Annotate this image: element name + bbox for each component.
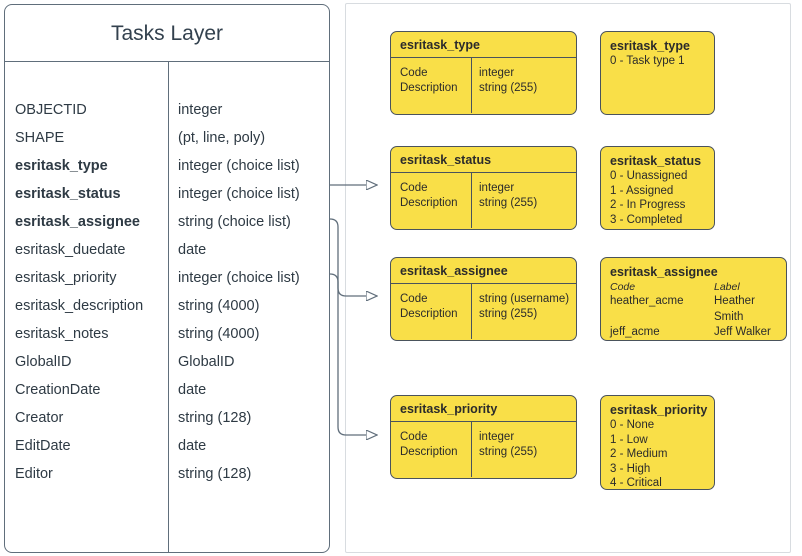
value-list-item: 2 - Medium bbox=[610, 448, 668, 460]
field-type: date bbox=[178, 438, 207, 454]
value-list-item: 2 - In Progress bbox=[610, 199, 686, 211]
value-list-label: Jeff Walker bbox=[714, 326, 771, 338]
field-row: esritask_notes string (4000) bbox=[5, 320, 329, 348]
field-type: string (4000) bbox=[178, 326, 260, 342]
field-type: (pt, line, poly) bbox=[178, 130, 266, 146]
domain-box-body: Code Description integer string (255) bbox=[391, 58, 576, 113]
domain-box-esritask-priority: esritask_priority Code Description integ… bbox=[390, 395, 577, 479]
value-list-item: 0 - Unassigned bbox=[610, 170, 688, 182]
domain-box-esritask-status: esritask_status Code Description integer… bbox=[390, 146, 577, 230]
domain-box-esritask-assignee: esritask_assignee Code Description strin… bbox=[390, 257, 577, 341]
domain-box-field-names: Code Description bbox=[400, 293, 458, 320]
field-row: EditDate date bbox=[5, 432, 329, 460]
value-list-label: Heather Smith bbox=[714, 295, 755, 323]
domain-box-field-names: Code Description bbox=[400, 431, 458, 458]
field-row: esritask_description string (4000) bbox=[5, 292, 329, 320]
value-list-title: esritask_type bbox=[610, 39, 690, 53]
field-type: string (choice list) bbox=[178, 214, 291, 230]
value-list-item: 3 - Completed bbox=[610, 213, 683, 226]
value-list-item: 4 - Critical bbox=[610, 477, 662, 489]
value-list-title: esritask_priority bbox=[610, 403, 708, 417]
value-list-title: esritask_assignee bbox=[610, 265, 718, 279]
domain-box-header: esritask_type bbox=[391, 32, 576, 58]
domain-box-body: Code Description integer string (255) bbox=[391, 422, 576, 477]
field-name: esritask_duedate bbox=[15, 242, 126, 258]
value-list-item: 3 - High bbox=[610, 462, 651, 475]
field-row: CreationDate date bbox=[5, 376, 329, 404]
field-name: Editor bbox=[15, 466, 53, 482]
value-list-item: 0 - None bbox=[610, 419, 655, 431]
value-list-code: jeff_acme bbox=[610, 326, 660, 338]
field-row-esritask-priority: esritask_priority integer (choice list) bbox=[5, 264, 329, 292]
value-list-spacer bbox=[714, 341, 777, 342]
value-list-code: heather_acme bbox=[610, 295, 684, 307]
field-row-esritask-assignee: esritask_assignee string (choice list) bbox=[5, 208, 329, 236]
domain-box-header: esritask_priority bbox=[391, 396, 576, 422]
field-row-esritask-status: esritask_status integer (choice list) bbox=[5, 180, 329, 208]
value-list-esritask-status: esritask_status 0 - Unassigned 1 - Assig… bbox=[600, 146, 715, 230]
value-list-grid: Code Label heather_acme Heather Smith je… bbox=[610, 280, 777, 342]
field-name: OBJECTID bbox=[15, 102, 87, 118]
value-list-ellipsis: .... bbox=[610, 341, 714, 342]
domain-box-field-types: integer string (255) bbox=[479, 67, 538, 94]
value-list-col-header-label: Label bbox=[714, 281, 740, 293]
field-name: GlobalID bbox=[15, 354, 72, 370]
domain-box-esritask-type: esritask_type Code Description integer s… bbox=[390, 31, 577, 115]
value-list-esritask-type: esritask_type 0 - Task type 1 bbox=[600, 31, 715, 115]
field-row: esritask_duedate date bbox=[5, 236, 329, 264]
field-row: GlobalID GlobalID bbox=[5, 348, 329, 376]
field-type: string (128) bbox=[178, 410, 252, 426]
field-name: EditDate bbox=[15, 438, 71, 454]
field-row: Creator string (128) bbox=[5, 404, 329, 432]
domain-box-field-types: integer string (255) bbox=[479, 431, 538, 458]
domain-box-body: Code Description integer string (255) bbox=[391, 173, 576, 228]
field-name: esritask_description bbox=[15, 298, 144, 314]
domain-box-divider bbox=[471, 422, 472, 477]
field-name: esritask_notes bbox=[15, 326, 109, 342]
domain-box-field-types: string (username) string (255) bbox=[479, 293, 570, 320]
value-list-item: 0 - Task type 1 bbox=[610, 55, 685, 67]
field-name: Creator bbox=[15, 410, 64, 426]
field-name: SHAPE bbox=[15, 130, 65, 146]
tasks-layer-entity: Tasks Layer OBJECTID integer SHAPE (pt, li… bbox=[4, 4, 330, 553]
field-row: OBJECTID integer bbox=[5, 96, 329, 124]
entity-field-list: OBJECTID integer SHAPE (pt, line, poly) es… bbox=[5, 62, 329, 552]
entity-column-divider bbox=[168, 62, 169, 552]
domain-box-divider bbox=[471, 173, 472, 228]
field-type: date bbox=[178, 242, 207, 258]
field-name: esritask_priority bbox=[15, 270, 117, 286]
domain-box-body: Code Description string (username) strin… bbox=[391, 284, 576, 339]
value-list-title: esritask_status bbox=[610, 154, 702, 168]
field-type: integer (choice list) bbox=[178, 270, 300, 286]
domain-box-header: esritask_assignee bbox=[391, 258, 576, 284]
field-type: integer (choice list) bbox=[178, 158, 300, 174]
field-name: CreationDate bbox=[15, 382, 101, 398]
field-type: integer (choice list) bbox=[178, 186, 300, 202]
field-type: string (4000) bbox=[178, 298, 260, 314]
entity-title: Tasks Layer bbox=[5, 5, 329, 62]
domain-box-divider bbox=[471, 58, 472, 113]
domain-box-field-names: Code Description bbox=[400, 182, 458, 209]
value-list-col-header-code: Code bbox=[610, 281, 636, 293]
domain-box-divider bbox=[471, 284, 472, 339]
domain-box-header: esritask_status bbox=[391, 147, 576, 173]
field-type: string (128) bbox=[178, 466, 252, 482]
field-type: date bbox=[178, 382, 207, 398]
value-list-item: 1 - Assigned bbox=[610, 184, 674, 197]
field-type: GlobalID bbox=[178, 354, 235, 370]
value-list-item: 1 - Low bbox=[610, 433, 648, 446]
field-row: Editor string (128) bbox=[5, 460, 329, 488]
field-type: integer bbox=[178, 102, 223, 118]
domain-box-field-names: Code Description bbox=[400, 67, 458, 94]
value-list-esritask-assignee: esritask_assignee Code Label heather_acm… bbox=[600, 257, 787, 341]
field-row-esritask-type: esritask_type integer (choice list) bbox=[5, 152, 329, 180]
field-name: esritask_assignee bbox=[15, 214, 140, 230]
field-row: SHAPE (pt, line, poly) bbox=[5, 124, 329, 152]
field-name: esritask_type bbox=[15, 158, 108, 174]
domain-box-field-types: integer string (255) bbox=[479, 182, 538, 209]
value-list-esritask-priority: esritask_priority 0 - None 1 - Low 2 - M… bbox=[600, 395, 715, 490]
field-name: esritask_status bbox=[15, 186, 121, 202]
